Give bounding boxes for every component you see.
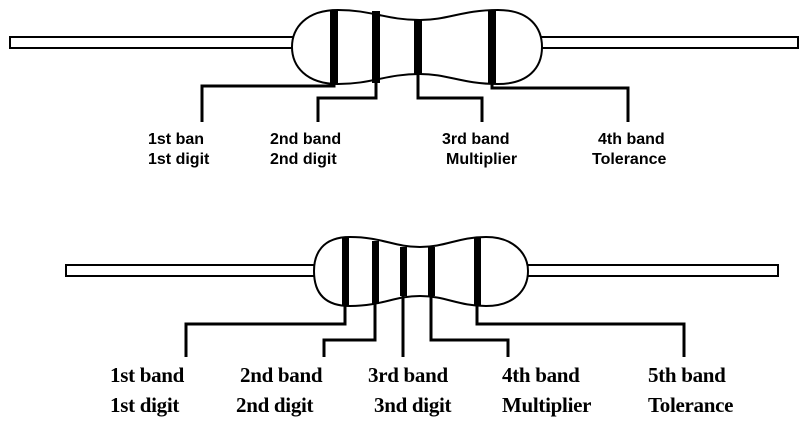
- band-role: 1st digit: [148, 151, 210, 168]
- band-role: Multiplier: [502, 393, 592, 417]
- band-3: [400, 247, 407, 296]
- band-1: [330, 10, 338, 84]
- label-band-2: 2nd band 2nd digit: [270, 130, 341, 170]
- leader-line-1: [184, 306, 347, 357]
- leader-line-1: [200, 84, 336, 122]
- band-5: [474, 238, 481, 306]
- band-name: 2nd band: [240, 363, 323, 387]
- right-lead: [529, 36, 799, 49]
- label-band-2: 2nd band 2nd digit: [236, 362, 323, 418]
- label-band-5: 5th band Tolerance: [648, 362, 733, 418]
- leader-lines: [200, 74, 630, 122]
- four-band-resistor: [9, 8, 799, 122]
- band-4: [428, 247, 435, 296]
- band-name: 5th band: [648, 363, 726, 387]
- label-band-1: 1st ban 1st digit: [148, 130, 209, 170]
- band-1: [342, 238, 349, 306]
- band-role: 2nd digit: [270, 151, 337, 168]
- five-band-resistor: [65, 235, 779, 357]
- band-role: 2nd digit: [236, 393, 314, 417]
- leader-lines: [184, 296, 686, 357]
- leader-line-3: [416, 74, 484, 122]
- band-3: [414, 20, 422, 74]
- band-2: [372, 11, 380, 83]
- label-band-3: 3rd band Multiplier: [442, 130, 517, 170]
- band-role: Tolerance: [592, 151, 667, 168]
- band-name: 4th band: [598, 131, 665, 148]
- band-name: 1st band: [110, 363, 185, 387]
- band-role: 1st digit: [110, 393, 180, 417]
- band-4: [488, 10, 496, 84]
- label-band-3: 3rd band 3nd digit: [368, 362, 452, 418]
- left-lead: [65, 264, 323, 277]
- band-name: 2nd band: [270, 131, 342, 148]
- band-role: Tolerance: [648, 393, 734, 417]
- band-name: 3rd band: [442, 131, 510, 148]
- label-band-1: 1st band 1st digit: [110, 362, 184, 418]
- band-role: 3nd digit: [374, 393, 452, 417]
- left-lead: [9, 36, 296, 49]
- leader-line-2: [322, 304, 377, 357]
- band-name: 4th band: [502, 363, 580, 387]
- leader-line-2: [316, 83, 378, 122]
- leader-line-5: [475, 306, 686, 357]
- band-name: 1st ban: [148, 131, 205, 148]
- leader-line-4: [429, 296, 510, 357]
- band-name: 3rd band: [368, 363, 448, 387]
- band-role: Multiplier: [446, 151, 518, 168]
- right-lead: [521, 264, 779, 277]
- label-band-4: 4th band Multiplier: [502, 362, 591, 418]
- leader-line-4: [490, 84, 630, 122]
- band-2: [372, 241, 379, 304]
- label-band-4: 4th band Tolerance: [592, 130, 666, 170]
